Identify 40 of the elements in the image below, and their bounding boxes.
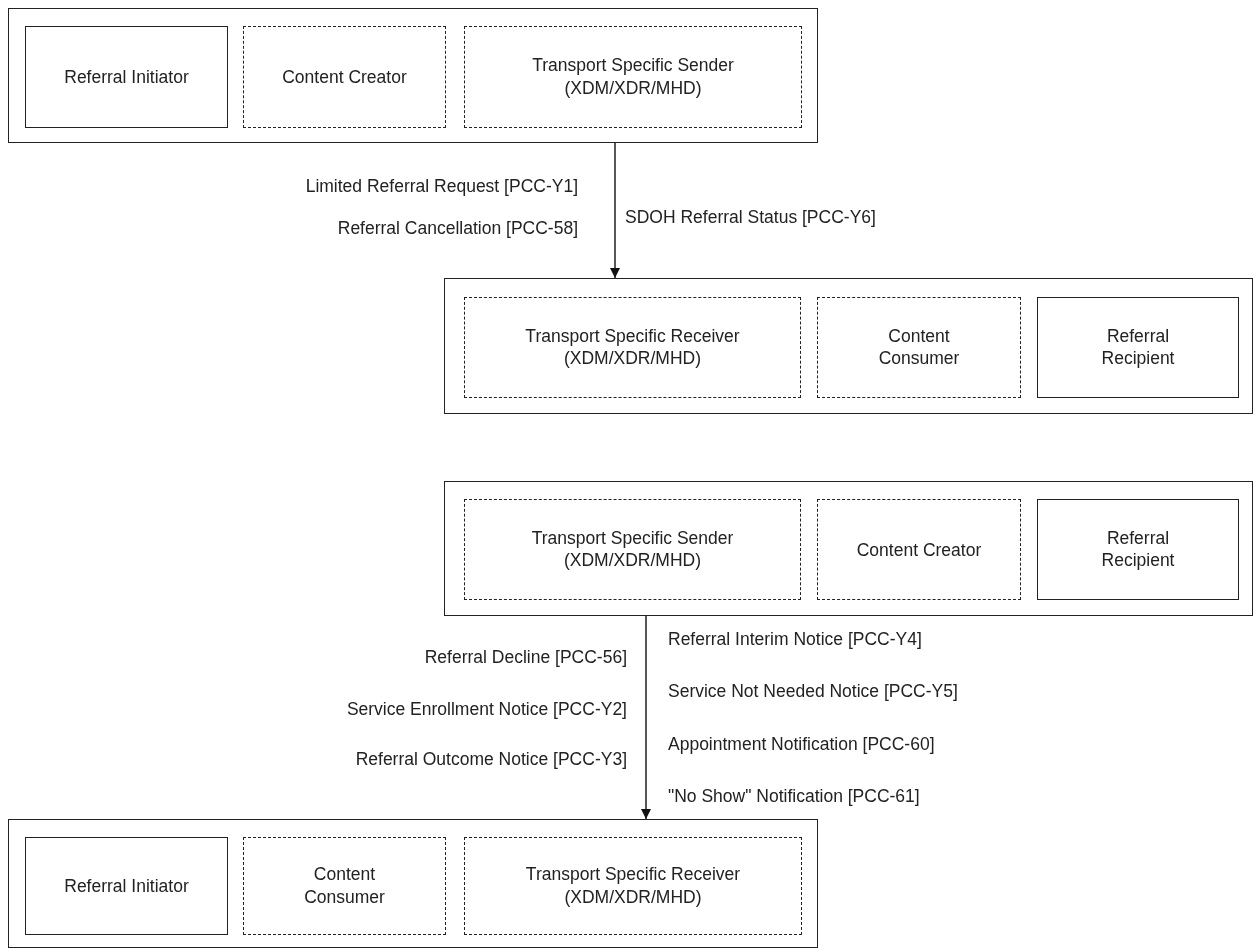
message-label: Service Enrollment Notice [PCC-Y2] <box>346 701 627 719</box>
optional-actor-box <box>817 499 1021 600</box>
message-label: Appointment Notification [PCC-60] <box>668 736 935 754</box>
actor-name: Transport Specific Sender (XDM/XDR/MHD) <box>530 526 735 573</box>
actor-box <box>25 26 228 128</box>
arrow <box>610 142 620 279</box>
actor-name: Content Consumer <box>303 863 386 909</box>
arrow <box>641 615 651 820</box>
message-label: Referral Outcome Notice [PCC-Y3] <box>355 751 627 769</box>
optional-actor-box <box>464 297 801 398</box>
optional-actor-box <box>243 837 446 935</box>
actor-box <box>25 837 228 935</box>
optional-actor-box <box>243 26 446 128</box>
actor-name: Referral Initiator <box>63 874 190 898</box>
message-label: Referral Decline [PCC-56] <box>424 649 627 667</box>
message-label: Service Not Needed Notice [PCC-Y5] <box>668 683 958 701</box>
actor-name: Content Creator <box>281 65 408 89</box>
optional-actor-box <box>817 297 1021 398</box>
message-label: Referral Interim Notice [PCC-Y4] <box>668 631 922 649</box>
group-box <box>8 8 818 143</box>
optional-actor-box <box>464 837 802 935</box>
optional-actor-box <box>464 26 802 128</box>
message-label: Limited Referral Request [PCC-Y1] <box>305 178 578 196</box>
actor-name: Referral Recipient <box>1100 526 1176 573</box>
actor-name: Transport Specific Receiver (XDM/XDR/MHD) <box>524 324 741 371</box>
optional-actor-box <box>464 499 801 600</box>
actor-name: Content Creator <box>855 538 983 561</box>
group-box <box>444 278 1253 414</box>
actor-name: Referral Recipient <box>1100 324 1176 371</box>
actor-name: Referral Initiator <box>63 65 190 89</box>
group-box <box>444 481 1253 616</box>
message-label: "No Show" Notification [PCC-61] <box>668 788 920 806</box>
message-label: Referral Cancellation [PCC-58] <box>337 220 578 238</box>
group-box <box>8 819 818 948</box>
actor-name: Transport Specific Sender (XDM/XDR/MHD) <box>531 54 735 100</box>
actor-box <box>1037 297 1239 398</box>
actor-name: Content Consumer <box>877 324 961 371</box>
message-label: SDOH Referral Status [PCC-Y6] <box>625 209 876 227</box>
actor-box <box>1037 499 1239 600</box>
actor-name: Transport Specific Receiver (XDM/XDR/MHD) <box>524 863 742 909</box>
